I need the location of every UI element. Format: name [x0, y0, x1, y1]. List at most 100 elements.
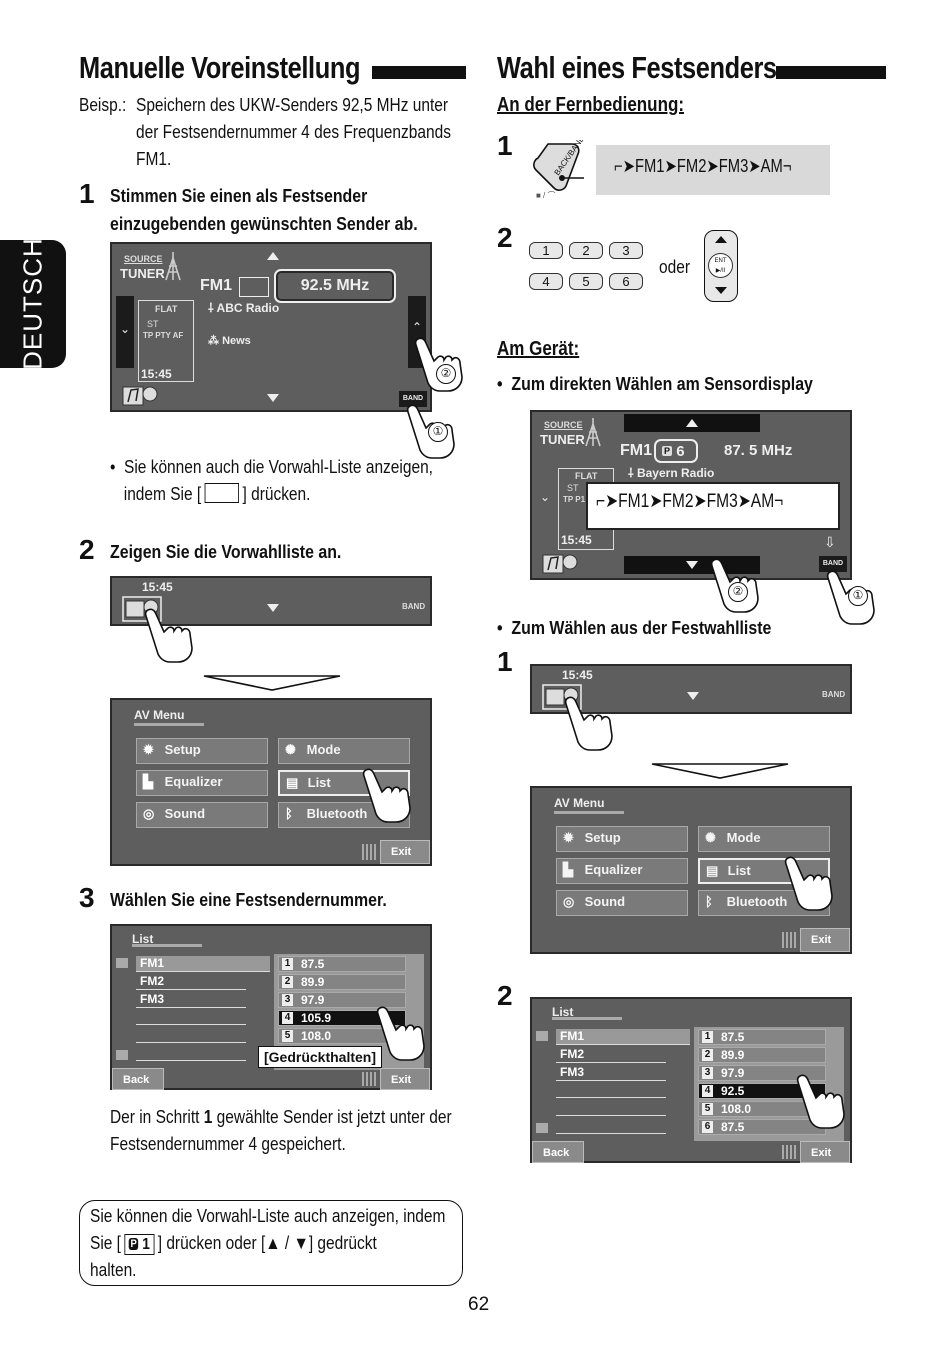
- pointing-hand-icon: [784, 856, 833, 911]
- pointing-hand-icon: [362, 768, 411, 823]
- band-button[interactable]: BAND: [819, 556, 847, 572]
- menu-item-equalizer[interactable]: ▙ Equalizer: [556, 858, 688, 884]
- band-popup: [586, 482, 840, 530]
- exit-button[interactable]: Exit: [380, 840, 430, 864]
- pointing-hand-icon: [414, 337, 463, 392]
- scroll-up-icon[interactable]: [536, 1031, 548, 1041]
- menu-item-mode[interactable]: ✺ Mode: [278, 738, 410, 764]
- tuner-screen: SOURCE TUNER FM1 92.5 MHz ⸸ ABC Radio ⁂ …: [110, 242, 432, 412]
- remote-dpad[interactable]: ENT▶/II: [704, 230, 738, 302]
- sound-icon: ◎: [563, 894, 575, 909]
- seek-down-bar[interactable]: [624, 556, 760, 574]
- chevron-down-icon[interactable]: ⌄: [540, 490, 551, 504]
- down-arrow-icon[interactable]: [687, 692, 699, 700]
- page-number: 62: [468, 1294, 490, 1315]
- menu-item-equalizer[interactable]: ▙ Equalizer: [136, 770, 268, 796]
- exit-button[interactable]: Exit: [800, 1141, 850, 1163]
- blank-button-placeholder: [204, 483, 240, 503]
- note-box: [79, 1200, 463, 1286]
- av-menu-icon[interactable]: [542, 684, 582, 710]
- seek-up-bar[interactable]: [624, 414, 760, 432]
- station-name: ⸸ ABC Radio: [208, 301, 280, 315]
- list-step2-number: 2: [497, 980, 513, 1011]
- exit-button[interactable]: Exit: [800, 928, 850, 952]
- number-key-1[interactable]: 1: [529, 242, 563, 259]
- equalizer-icon: ▙: [563, 862, 573, 877]
- chevron-up-icon: ⌃: [411, 320, 423, 334]
- scroll-up-icon[interactable]: [116, 958, 128, 968]
- back-button[interactable]: Back: [112, 1068, 164, 1090]
- band-row-fm1[interactable]: FM1: [556, 1029, 690, 1045]
- step1-text: Stimmen Sie einen als Festsender einzuge…: [110, 185, 418, 234]
- tuner-label: TUNER: [120, 266, 165, 281]
- number-key-6[interactable]: 6: [609, 273, 643, 290]
- step3-number: 3: [79, 882, 95, 913]
- left-seek-button[interactable]: ⌄: [116, 296, 134, 368]
- menu-item-setup[interactable]: ✹ Setup: [556, 826, 688, 852]
- number-key-3[interactable]: 3: [609, 242, 643, 259]
- sound-icon: ◎: [143, 806, 155, 821]
- pointing-hand-icon: [796, 1074, 845, 1129]
- band-row-fm2[interactable]: FM2: [136, 974, 246, 990]
- remote-back-band-key-icon: BACK/BAND■ / ⌒: [533, 140, 587, 200]
- ent-button[interactable]: ENT▶/II: [708, 253, 733, 278]
- grip-icon: [782, 1145, 798, 1159]
- menu-item-mode[interactable]: ✺ Mode: [698, 826, 830, 852]
- title-bar: [372, 66, 466, 79]
- remote-step2-number: 2: [497, 222, 513, 253]
- grip-icon: [362, 1072, 378, 1086]
- av-menu-icon[interactable]: [542, 552, 578, 576]
- av-menu-screen-right: AV Menu ✹ Setup ✺ Mode ▙ Equalizer ▤ Lis…: [530, 786, 852, 954]
- preset-button-icon: P 1: [124, 1234, 155, 1255]
- pointing-hand-icon: [376, 1006, 425, 1061]
- back-button[interactable]: Back: [532, 1141, 584, 1163]
- bullet-note: • Sie können auch die Vorwahl-Liste anze…: [110, 457, 433, 504]
- down-triangle-arrow: [651, 763, 789, 779]
- number-key-4[interactable]: 4: [529, 273, 563, 290]
- preset-indicator: P 6: [654, 439, 698, 463]
- band-chain: ⌐➤FM1➤FM2➤FM3➤AM¬: [614, 156, 792, 176]
- clock-bar-screen-right: 15:45 BAND: [530, 664, 852, 714]
- preset-box: [239, 277, 269, 297]
- down-arrow-icon[interactable]: [267, 394, 279, 402]
- number-key-5[interactable]: 5: [569, 273, 603, 290]
- av-menu-icon[interactable]: [122, 384, 158, 408]
- band-row-fm3[interactable]: FM3: [136, 992, 246, 1008]
- up-arrow-icon: [686, 419, 698, 427]
- scroll-down-icon[interactable]: [116, 1050, 128, 1060]
- band-row-fm1[interactable]: FM1: [136, 956, 270, 972]
- pointing-hand-icon: [144, 608, 193, 663]
- band-row-fm2[interactable]: FM2: [556, 1047, 666, 1063]
- band-row-fm3[interactable]: FM3: [556, 1065, 666, 1081]
- menu-item-sound[interactable]: ◎ Sound: [136, 802, 268, 828]
- menu-item-sound[interactable]: ◎ Sound: [556, 890, 688, 916]
- tuner-screen-right: SOURCE TUNER FM1 P 6 87. 5 MHz ⸸ Bayern …: [530, 410, 852, 580]
- up-arrow-icon[interactable]: [267, 252, 279, 260]
- right-title: Wahl eines Festsenders: [497, 50, 777, 85]
- band-popup-chain: ⌐➤FM1➤FM2➤FM3➤AM¬: [596, 491, 784, 512]
- menu-item-setup[interactable]: ✹ Setup: [136, 738, 268, 764]
- antenna-icon: [165, 252, 181, 281]
- note-text: Sie können die Vorwahl-Liste auch anzeig…: [90, 1206, 446, 1280]
- band-button[interactable]: BAND: [399, 391, 427, 407]
- side-tab-deutsch: DEUTSCH: [0, 237, 66, 370]
- number-key-2[interactable]: 2: [569, 242, 603, 259]
- remote-heading: An der Fernbedienung:: [497, 94, 684, 116]
- exit-button[interactable]: Exit: [380, 1068, 430, 1090]
- mode-icon: ✺: [285, 742, 296, 757]
- down-arrow-icon[interactable]: [267, 604, 279, 612]
- step3-text: Wählen Sie eine Festsendernummer.: [110, 889, 387, 910]
- scroll-down-icon[interactable]: [536, 1123, 548, 1133]
